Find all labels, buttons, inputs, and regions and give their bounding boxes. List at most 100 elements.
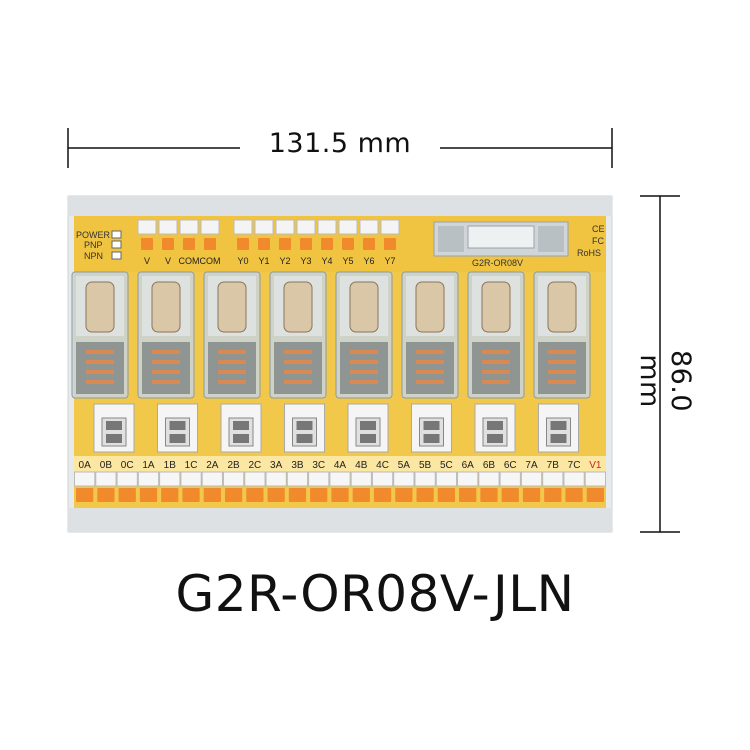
top-signal-terminal-label: Y2 — [279, 256, 290, 266]
bottom-terminal-label: 4C — [376, 460, 389, 471]
fc-mark: FC — [592, 236, 604, 246]
top-power-terminal-0[interactable]: V — [137, 219, 157, 266]
bottom-terminal-7[interactable]: 2B — [222, 460, 245, 502]
bottom-terminal-15[interactable]: 5A — [393, 460, 415, 502]
bottom-label-strip — [74, 456, 606, 472]
relay-0 — [71, 271, 129, 399]
bottom-terminal-label: 2C — [248, 460, 261, 471]
bottom-terminal-18[interactable]: 6A — [457, 460, 479, 502]
indicator-panel: POWER PNP NPN — [76, 230, 122, 261]
bottom-terminal-label: 1C — [185, 460, 198, 471]
bottom-terminal-label: 0A — [79, 460, 92, 471]
bottom-terminal-label: 6B — [483, 460, 496, 471]
top-signal-terminal-label: Y5 — [342, 256, 353, 266]
rohs-mark: RoHS — [577, 248, 601, 258]
top-power-terminal-2[interactable]: COM — [179, 219, 200, 266]
indicator-power-label: POWER — [76, 230, 111, 240]
bottom-terminal-23[interactable]: 7C — [563, 460, 585, 502]
top-signal-terminal-label: Y0 — [237, 256, 248, 266]
top-power-terminal-label: V — [144, 256, 150, 266]
indicator-npn-label: NPN — [84, 251, 103, 261]
bottom-terminal-3[interactable]: 1A — [137, 460, 160, 502]
bottom-terminal-21[interactable]: 7A — [520, 460, 543, 502]
top-signal-terminal-1[interactable]: Y1 — [254, 219, 274, 266]
bottom-terminal-label: 0B — [100, 460, 113, 471]
bottom-terminal-4[interactable]: 1B — [159, 460, 181, 502]
bottom-terminal-12[interactable]: 4A — [329, 460, 351, 502]
fuse-holder-1[interactable] — [157, 403, 198, 453]
indicator-pnp-label: PNP — [84, 240, 103, 250]
fuse-row — [93, 403, 579, 453]
bottom-terminal-24[interactable]: V1 — [584, 460, 606, 502]
idc-header-connector — [433, 221, 569, 257]
bottom-terminal-19[interactable]: 6B — [478, 460, 500, 502]
relay-4 — [335, 271, 393, 399]
bottom-terminal-16[interactable]: 5B — [414, 460, 436, 502]
width-dimension-label: 131.5 mm — [240, 128, 440, 159]
top-signal-terminal-label: Y4 — [321, 256, 332, 266]
relay-row — [71, 271, 591, 399]
bottom-terminal-label: 6C — [504, 460, 517, 471]
fuse-holder-6[interactable] — [474, 403, 516, 453]
fuse-holder-4[interactable] — [347, 403, 389, 453]
fuse-holder-5[interactable] — [411, 403, 452, 453]
top-signal-terminal-6[interactable]: Y6 — [359, 219, 379, 266]
bottom-terminal-22[interactable]: 7B — [542, 460, 564, 502]
bottom-terminal-label: 0C — [121, 460, 134, 471]
power-led — [111, 230, 122, 239]
bottom-terminal-label: 7A — [525, 460, 538, 471]
relay-5 — [401, 271, 459, 399]
bottom-terminal-label: 5B — [419, 460, 432, 471]
bottom-terminal-label: 3B — [291, 460, 304, 471]
bottom-terminal-label: 4B — [355, 460, 368, 471]
relay-6 — [467, 271, 525, 399]
bottom-terminal-2[interactable]: 0C — [116, 460, 138, 502]
top-power-terminal-1[interactable]: V — [158, 219, 178, 266]
bottom-terminal-label: 7B — [547, 460, 560, 471]
bottom-terminal-17[interactable]: 5C — [435, 460, 458, 502]
bottom-terminal-label: 4A — [334, 460, 347, 471]
bottom-terminal-13[interactable]: 4B — [350, 460, 372, 502]
relay-3 — [269, 271, 327, 399]
relay-2 — [203, 271, 261, 399]
top-power-terminal-label: COM — [200, 256, 221, 266]
top-signal-terminal-4[interactable]: Y4 — [317, 219, 337, 266]
fuse-holder-7[interactable] — [538, 403, 579, 453]
top-signal-terminal-5[interactable]: Y5 — [338, 219, 358, 266]
top-signal-terminal-3[interactable]: Y3 — [296, 219, 316, 266]
bottom-terminal-14[interactable]: 4C — [371, 460, 394, 502]
bottom-terminal-11[interactable]: 3C — [308, 460, 330, 502]
top-power-terminal-3[interactable]: COM — [200, 219, 221, 266]
top-signal-terminal-0[interactable]: Y0 — [233, 219, 253, 266]
bottom-terminal-6[interactable]: 2A — [201, 460, 223, 502]
bottom-terminal-label: 3C — [312, 460, 325, 471]
top-power-terminal-label: V — [165, 256, 171, 266]
ce-mark: CE — [592, 224, 605, 234]
top-signal-terminal-2[interactable]: Y2 — [275, 219, 295, 266]
model-title: G2R-OR08V-JLN — [175, 565, 575, 623]
bottom-terminal-label: 5A — [398, 460, 411, 471]
top-signal-terminal-7[interactable]: Y7 — [380, 219, 400, 266]
bottom-terminal-5[interactable]: 1C — [180, 460, 202, 502]
bottom-terminal-20[interactable]: 6C — [499, 460, 521, 502]
top-signal-terminal-label: Y3 — [300, 256, 311, 266]
bottom-terminal-8[interactable]: 2C — [244, 460, 266, 502]
bottom-terminal-10[interactable]: 3B — [286, 460, 309, 502]
board-model-silkscreen: G2R-OR08V — [472, 258, 523, 268]
fuse-holder-3[interactable] — [284, 403, 325, 453]
bottom-terminal-9[interactable]: 3A — [265, 460, 287, 502]
bottom-terminal-label: 5C — [440, 460, 453, 471]
bottom-terminal-1[interactable]: 0B — [95, 460, 117, 502]
bottom-terminal-label: 1A — [142, 460, 155, 471]
rail-bottom-strip — [68, 508, 612, 532]
pnp-led — [111, 240, 122, 249]
bottom-terminal-label: 2B — [227, 460, 240, 471]
top-power-terminal-label: COM — [179, 256, 200, 266]
top-signal-terminal-label: Y6 — [363, 256, 374, 266]
fuse-holder-2[interactable] — [220, 403, 262, 453]
fuse-holder-0[interactable] — [93, 403, 135, 453]
bottom-terminal-0[interactable]: 0A — [74, 460, 96, 502]
rail-top-strip — [68, 196, 612, 216]
